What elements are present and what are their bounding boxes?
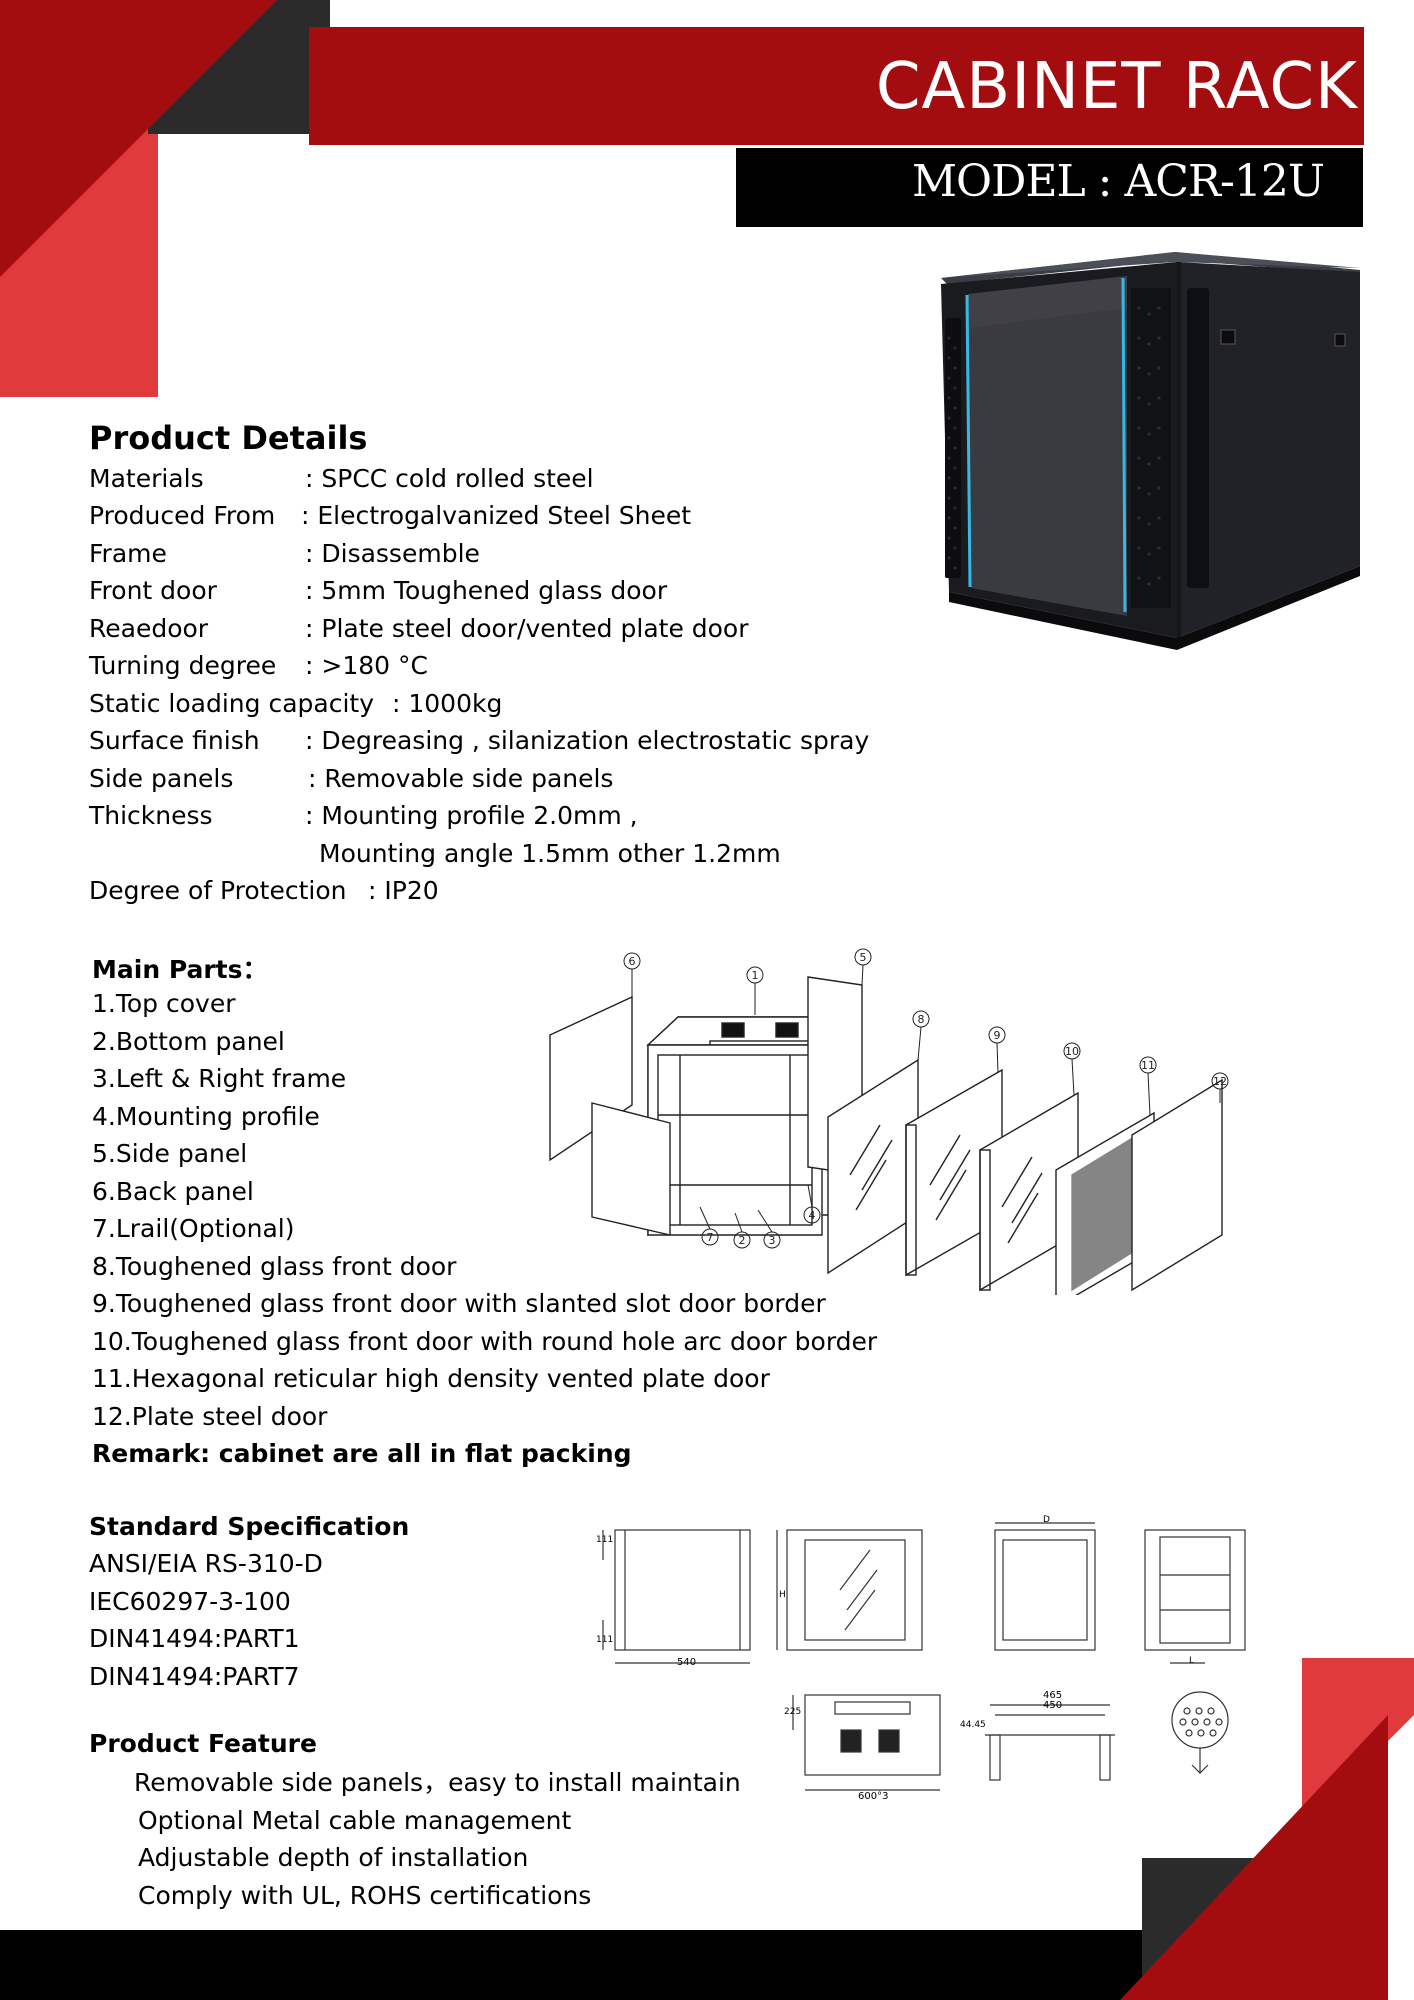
list-item: 5.Side panel bbox=[92, 1139, 248, 1168]
standard-spec-heading: Standard Specification bbox=[89, 1512, 410, 1541]
callout-label: 7 bbox=[707, 1231, 714, 1244]
spec-value: : Degreasing , silanization electrostati… bbox=[305, 726, 870, 755]
spec-label: Thickness bbox=[89, 801, 213, 830]
spec-value: Mounting angle 1.5mm other 1.2mm bbox=[319, 839, 781, 868]
product-feature-heading: Product Feature bbox=[89, 1729, 317, 1758]
spec-value: : Removable side panels bbox=[308, 764, 614, 793]
spec-label: Side panels bbox=[89, 764, 234, 793]
spec-value: : 1000kg bbox=[392, 689, 503, 718]
list-item: 6.Back panel bbox=[92, 1176, 254, 1206]
callout-label: 6 bbox=[629, 955, 636, 968]
list-item: 9.Toughened glass front door with slante… bbox=[92, 1289, 826, 1318]
callout-label: 11 bbox=[1141, 1059, 1155, 1072]
exploded-parts-diagram: 6 1 5 8 9 10 11 12 7 2 3 4 bbox=[549, 948, 1229, 1295]
dimension-label: L bbox=[1189, 1656, 1195, 1666]
spec-label: Static loading capacity bbox=[89, 689, 375, 718]
dimension-label: 111 bbox=[596, 1535, 614, 1545]
callout-label: 12 bbox=[1213, 1075, 1227, 1088]
dimension-label: D bbox=[1043, 1515, 1050, 1525]
dimension-label: H bbox=[779, 1590, 786, 1600]
callout-label: 10 bbox=[1065, 1045, 1079, 1058]
title-banner bbox=[309, 27, 1364, 145]
spec-value: : Mounting profile 2.0mm , bbox=[305, 801, 638, 830]
page-title: CABINET RACK bbox=[875, 50, 1358, 124]
list-item: ANSI/EIA RS-310-D bbox=[89, 1549, 323, 1578]
standard-spec-list: ANSI/EIA RS-310-D IEC60297-3-100 DIN4149… bbox=[89, 1545, 323, 1695]
model-banner bbox=[736, 148, 1363, 227]
dimension-label: 600°3 bbox=[858, 1791, 889, 1802]
list-item: Optional Metal cable management bbox=[138, 1805, 572, 1835]
dimension-label: 465 bbox=[1043, 1690, 1063, 1701]
spec-value: : SPCC cold rolled steel bbox=[305, 464, 594, 493]
spec-value: : Disassemble bbox=[305, 539, 480, 568]
list-item: Comply with UL, ROHS certifications bbox=[138, 1880, 592, 1910]
list-item: 10.Toughened glass front door with round… bbox=[92, 1326, 878, 1356]
callout-label: 5 bbox=[860, 951, 867, 964]
list-item: 1.Top cover bbox=[92, 989, 236, 1018]
list-item: 11.Hexagonal reticular high density vent… bbox=[92, 1364, 770, 1393]
list-item: IEC60297-3-100 bbox=[89, 1586, 291, 1616]
spec-label: Front door bbox=[89, 576, 217, 605]
list-item: 12.Plate steel door bbox=[92, 1401, 328, 1431]
callout-label: 9 bbox=[994, 1029, 1001, 1042]
spec-label: Reaedoor bbox=[89, 614, 209, 643]
list-item: 8.Toughened glass front door bbox=[92, 1251, 457, 1281]
main-parts-heading: Main Parts： bbox=[92, 955, 268, 984]
callout-label: 3 bbox=[769, 1234, 776, 1247]
remark-text: Remark: cabinet are all in flat packing bbox=[92, 1439, 632, 1468]
spec-label: Produced From bbox=[89, 501, 276, 530]
callout-label: 4 bbox=[809, 1209, 816, 1222]
callout-label: 8 bbox=[918, 1013, 925, 1026]
list-item: 4.Mounting profile bbox=[92, 1101, 320, 1131]
spec-label: Materials bbox=[89, 464, 204, 493]
spec-value: : >180 °C bbox=[305, 651, 428, 680]
model-number: MODEL : ACR-12U bbox=[911, 156, 1325, 207]
list-item: DIN41494:PART7 bbox=[89, 1661, 300, 1691]
spec-value: : 5mm Toughened glass door bbox=[305, 576, 668, 605]
callout-label: 2 bbox=[739, 1234, 746, 1247]
main-parts-list: 1.Top cover 2.Bottom panel 3.Left & Righ… bbox=[92, 985, 877, 1473]
spec-value: : Electrogalvanized Steel Sheet bbox=[301, 501, 692, 530]
list-item: 3.Left & Right frame bbox=[92, 1064, 347, 1093]
list-item: 2.Bottom panel bbox=[92, 1026, 285, 1056]
spec-label: Turning degree bbox=[89, 651, 277, 680]
product-details-heading: Product Details bbox=[89, 419, 368, 457]
spec-value: : Plate steel door/vented plate door bbox=[305, 614, 749, 643]
technical-drawings bbox=[602, 1522, 1246, 1791]
dimension-label: 111 bbox=[596, 1635, 614, 1645]
callout-label: 1 bbox=[752, 969, 759, 982]
spec-value: : IP20 bbox=[368, 876, 439, 905]
corner-decoration-top-left bbox=[0, 0, 330, 397]
dimension-label: 44.45 bbox=[960, 1720, 986, 1730]
dimension-label: 450 bbox=[1043, 1700, 1063, 1711]
dimension-label: 540 bbox=[677, 1657, 697, 1668]
list-item: 7.Lrail(Optional) bbox=[92, 1214, 295, 1243]
spec-label: Surface finish bbox=[89, 726, 260, 755]
list-item: Removable side panels，easy to install ma… bbox=[134, 1768, 741, 1797]
dimension-label: 225 bbox=[784, 1707, 802, 1717]
spec-label: Frame bbox=[89, 539, 167, 568]
list-item: DIN41494:PART1 bbox=[89, 1624, 300, 1653]
product-feature-list: Removable side panels，easy to install ma… bbox=[134, 1764, 741, 1914]
cabinet-product-photo bbox=[941, 252, 1360, 650]
list-item: Adjustable depth of installation bbox=[138, 1843, 529, 1872]
corner-decoration-bottom-right bbox=[1120, 1658, 1414, 2000]
spec-label: Degree of Protection bbox=[89, 876, 347, 905]
